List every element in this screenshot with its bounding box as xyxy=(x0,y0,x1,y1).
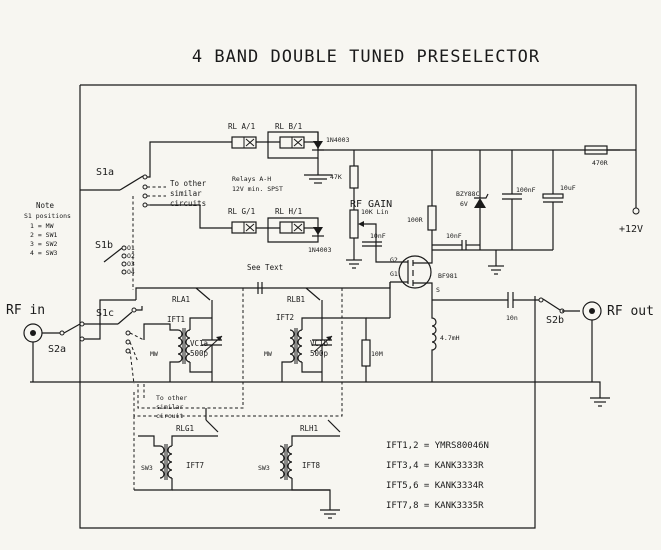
ift8-label: IFT8 xyxy=(302,461,321,470)
c10n-out-label: 10n xyxy=(506,314,518,322)
ift1-label: IFT1 xyxy=(167,315,185,324)
rla1-coil-label: RL A/1 xyxy=(228,122,255,131)
relay-coils-bottom: RL G/1 RL H/1 1N4003 xyxy=(228,207,332,254)
rlb1-label: RLB1 xyxy=(287,295,305,304)
diode-top-label: 1N4003 xyxy=(326,136,350,144)
vc1a-label: VC1a xyxy=(190,339,208,348)
relay-coils-top: RL A/1 RL B/1 1N4003 Relays A-H 12V min.… xyxy=(228,122,350,193)
fet-part-label: BF981 xyxy=(438,272,458,280)
rf-out-label: RF out xyxy=(607,304,654,319)
other-b3: circuit xyxy=(156,412,183,420)
rlg1-coil-label: RL G/1 xyxy=(228,207,255,216)
s1a-label: S1a xyxy=(96,167,114,178)
diagram-title: 4 BAND DOUBLE TUNED PRESELECTOR xyxy=(192,47,540,67)
r10m-label: 10M xyxy=(371,350,383,358)
pot-label: 10K Lin xyxy=(361,208,388,216)
r470-label: 470R xyxy=(592,159,608,167)
tuned-circuit-7: RLG1 IFT7 SW3 xyxy=(133,408,219,491)
note-line-1: 1 = MW xyxy=(30,222,54,230)
o3-label: O3 xyxy=(127,260,135,268)
ift7-label: IFT7 xyxy=(186,461,204,470)
note-line-2: 2 = SW1 xyxy=(30,231,57,239)
s2a-label: S2a xyxy=(48,344,66,355)
vc1b-value: 500p xyxy=(310,349,329,358)
note-subheading: S1 positions xyxy=(24,212,71,220)
c10u-label: 10uF xyxy=(560,184,576,192)
supply-label: +12V xyxy=(619,224,643,235)
diode-bottom-label: 1N4003 xyxy=(308,246,332,254)
rlh1-coil-label: RL H/1 xyxy=(275,207,302,216)
zener-label-1: BZY88C xyxy=(456,190,480,198)
zener-label-2: 6V xyxy=(460,200,468,208)
switch-s1a: S1a To other similar circuits xyxy=(80,141,232,290)
s2b-label: S2b xyxy=(546,315,564,326)
output-section: 10n S2b RF out 4.7mH xyxy=(30,292,654,407)
sw3a-label: SW3 xyxy=(141,464,153,472)
other-b2: similar xyxy=(156,403,183,411)
rf-gain-label: RF GAIN xyxy=(350,199,392,210)
c100n-label: 100nF xyxy=(516,186,536,194)
tuned-circuit-2: RLB1 IFT2 MW VC1b 500p 10M xyxy=(264,282,391,400)
ift2-label: IFT2 xyxy=(276,313,294,322)
other-circuits-3: circuits xyxy=(170,199,206,208)
mw2-label: MW xyxy=(264,350,272,358)
fet-g1-label: G1 xyxy=(390,270,398,278)
rla1-label: RLA1 xyxy=(172,295,190,304)
o4-label: O4 xyxy=(127,268,135,276)
vc1b-label: VC1b xyxy=(310,339,329,348)
o2-label: O2 xyxy=(127,252,135,260)
other-circuits-2: similar xyxy=(170,189,202,198)
rf-in-label: RF in xyxy=(6,303,45,318)
fet-bf981: G2 G1 BF981 S xyxy=(388,252,458,300)
s1b-label: S1b xyxy=(95,240,113,251)
c10n-b-label: 10nF xyxy=(446,232,462,240)
parts-row-2: IFT3,4 = KANK3333R xyxy=(386,461,484,471)
s1c-label: S1c xyxy=(96,308,114,319)
tuned-circuit-8: RLH1 IFT8 SW3 xyxy=(172,419,341,519)
parts-row-4: IFT7,8 = KANK3335R xyxy=(386,501,484,511)
choke-label: 4.7mH xyxy=(440,334,460,342)
note-block: Note S1 positions 1 = MW 2 = SW1 3 = SW2… xyxy=(24,201,71,257)
rlg1-label: RLG1 xyxy=(176,424,194,433)
other-circuits-1: To other xyxy=(170,179,207,188)
relays-line1: Relays A-H xyxy=(232,175,271,183)
relays-line2: 12V min. SPST xyxy=(232,185,283,193)
mw1-label: MW xyxy=(150,350,158,358)
lower-harness: To other similar circuit xyxy=(133,384,343,420)
see-text-label: See Text xyxy=(247,263,283,272)
note-line-4: 4 = SW3 xyxy=(30,249,57,257)
note-heading: Note xyxy=(36,201,55,210)
r47k-label: 47K xyxy=(330,173,342,181)
c10n-a-label: 10nF xyxy=(370,232,386,240)
tuned-circuit-1: See Text RLA1 IFT1 MW VC1a 500p xyxy=(135,263,391,400)
r100r-label: 100R xyxy=(407,216,423,224)
top-supply-rail: +12V xyxy=(79,84,643,529)
parts-row-1: IFT1,2 = YMRS80046N xyxy=(386,441,489,451)
sw3b-label: SW3 xyxy=(258,464,270,472)
switch-s1b: S1b O1 O2 O3 O4 xyxy=(95,240,135,276)
supply-bias-section: 470R 47K RF GAIN 10K Lin 10nF 100R 10nF xyxy=(317,132,636,275)
rlh1-label: RLH1 xyxy=(300,424,318,433)
fet-s-label: S xyxy=(436,286,440,294)
o1-label: O1 xyxy=(127,244,135,252)
note-line-3: 3 = SW2 xyxy=(30,240,57,248)
fet-g2-label: G2 xyxy=(390,256,398,264)
rlb1-coil-label: RL B/1 xyxy=(275,122,302,131)
input-section: RF in S2a S1c xyxy=(6,299,145,385)
parts-row-3: IFT5,6 = KANK3334R xyxy=(386,481,484,491)
vc1a-value: 500p xyxy=(190,349,209,358)
parts-table: IFT1,2 = YMRS80046N IFT3,4 = KANK3333R I… xyxy=(386,441,489,511)
other-b1: To other xyxy=(156,394,187,402)
